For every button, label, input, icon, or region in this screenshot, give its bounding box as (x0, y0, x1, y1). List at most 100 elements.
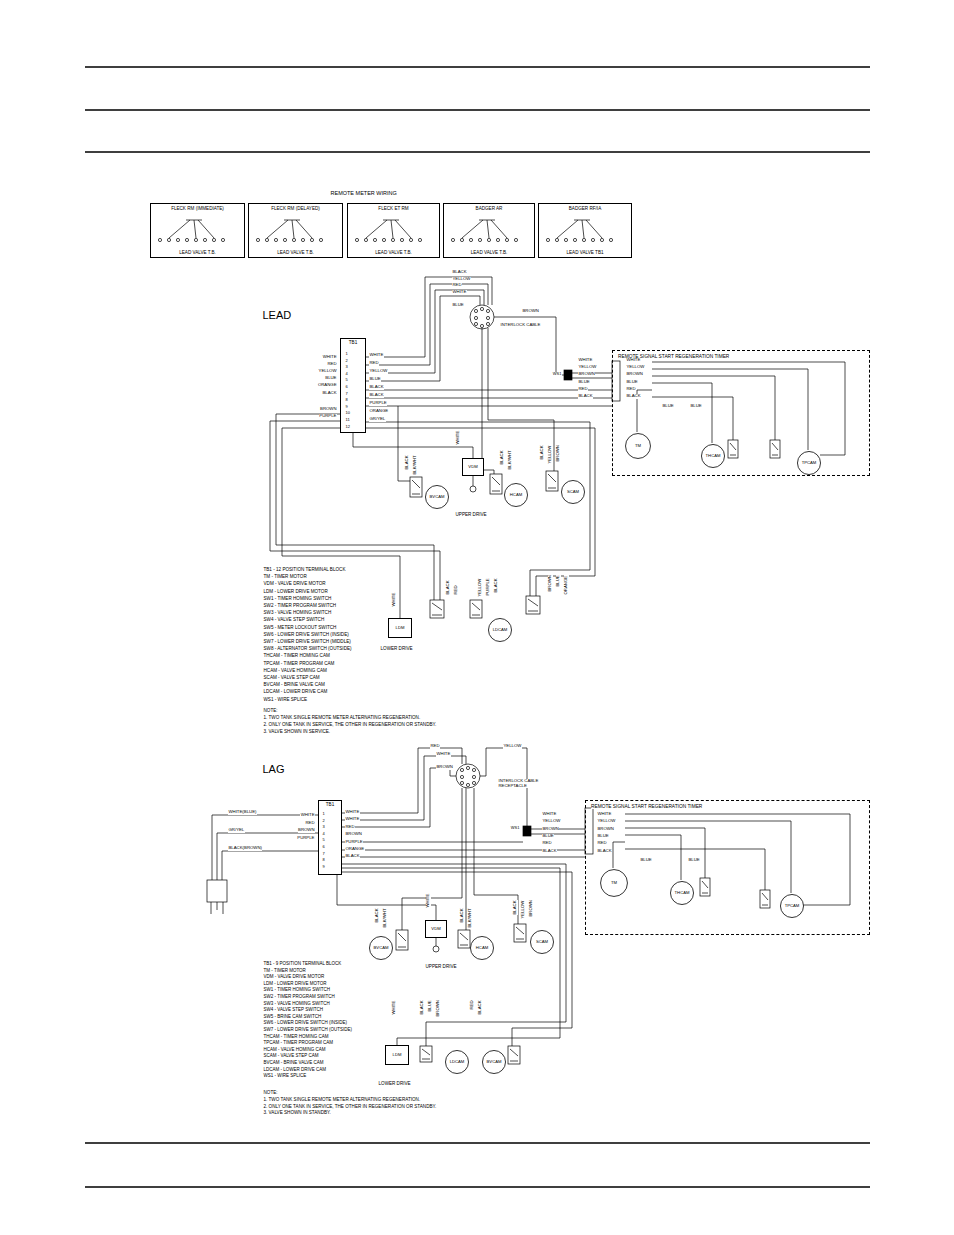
connector-pins (474, 307, 489, 327)
node-text: TM (635, 444, 641, 449)
wire-color: WHITE (322, 355, 337, 360)
wire-color: BROWN (345, 832, 362, 837)
cam-outline (780, 894, 803, 917)
wire-color: RED (626, 387, 636, 392)
wire-color: RED (345, 825, 355, 830)
wire-color: YELLOW (503, 744, 522, 749)
terminal-number: 10 (345, 411, 350, 415)
wire-color: BROWN (626, 372, 643, 377)
abbreviation-key: SW2 - TIMER PROGRAM SWITCH (263, 603, 337, 608)
node-text: LEAD VALVE T.B. (179, 250, 216, 255)
abbreviation-key: THCAM - TIMER HOMING CAM (263, 1035, 329, 1040)
wire-color: BLUE (640, 858, 652, 863)
wire-splice (523, 826, 531, 836)
cam-circle: BVCAM (369, 936, 393, 960)
node-text: BVCAM (374, 946, 389, 951)
wire-color: BLUE (597, 834, 609, 839)
section-heading: LEAD (262, 309, 292, 321)
abbreviation-key: SW7 - LOWER DRIVE SWITCH (MIDDLE) (263, 639, 351, 644)
wire-color: WHITE (578, 358, 593, 363)
node-text: REMOTE SIGNAL START REGENERATION TIMER (591, 804, 702, 809)
terminal-number: 1 (322, 812, 325, 816)
cam-circle: LDCAM (488, 618, 512, 642)
wiring-lines (85, 67, 870, 1187)
section-heading: REMOTE METER WIRING (330, 190, 397, 196)
wire-color: GR/YEL (369, 417, 386, 422)
drive-label: LOWER DRIVE (378, 1081, 411, 1086)
node-text: TM (611, 881, 617, 886)
timer-housing: REMOTE SIGNAL START REGENERATION TIMER TM… (585, 800, 870, 935)
cable-label: INTERLOCK CABLE RECEPTACLE (498, 779, 547, 788)
wire-color: RED (452, 283, 462, 288)
wire-color: BROWN (436, 1000, 441, 1017)
timer-housing: REMOTE SIGNAL START REGENERATION TIMERTM… (612, 350, 870, 476)
terminal-number: 8 (345, 398, 348, 402)
terminal-number: 8 (322, 858, 325, 862)
wire-color: PURPLE (486, 578, 491, 596)
drive-label: LOWER DRIVE (380, 646, 413, 651)
plug-prongs (211, 902, 223, 914)
meter-sketch (158, 220, 224, 242)
abbreviation-key: SW5 - METER LOCKOUT SWITCH (263, 625, 337, 630)
wire-color: BROWN (578, 372, 595, 377)
wire-color: BROWN (556, 445, 561, 462)
terminal-wires (366, 277, 440, 381)
wire-color: WHITE (392, 592, 397, 607)
page-rule (85, 67, 870, 1187)
wire-color: BLUE (662, 404, 674, 409)
wire-color: BROWN (436, 765, 453, 770)
motor-shaft (473, 476, 474, 486)
meter-sketch (451, 220, 517, 242)
note-text: 2. ONLY ONE TANK IN SERVICE, THE OTHER I… (263, 1104, 437, 1109)
wire-color: BROWN (298, 828, 315, 833)
wire-color: BLUE (690, 404, 702, 409)
abbreviation-key: SW5 - BRINE CAM SWITCH (263, 1015, 322, 1020)
wire-color: WHITE (626, 358, 641, 363)
wire-color: RED (578, 387, 588, 392)
wire-color: WHITE(BLUE) (228, 810, 257, 815)
cam-outline (701, 444, 724, 467)
wire-color: RED (305, 821, 315, 826)
meter-sketch (546, 220, 612, 242)
wire-color: RED (470, 1000, 475, 1010)
abbreviation-key: HCAM - VALVE HOMING CAM (263, 668, 327, 673)
terminal-number: 6 (322, 845, 325, 849)
connector-pins (460, 766, 475, 786)
terminal-number: 11 (345, 418, 350, 422)
wire-color: BLK/WHT (508, 450, 513, 470)
abbreviation-key: LDCAM - LOWER DRIVE CAM (263, 689, 328, 694)
wire-color: YELLOW (452, 277, 471, 282)
node-text: FLECK RM (DELAYED) (271, 206, 320, 211)
wire-color: PURPLE (297, 836, 315, 841)
terminal-number: 4 (345, 372, 348, 376)
cam-circle: SCAM (561, 480, 585, 504)
bus-wires (366, 373, 612, 406)
wire-color: BROWN (597, 827, 614, 832)
abbreviation-key: TB1 - 12 POSITION TERMINAL BLOCK (263, 567, 346, 572)
node-text: TB1 (326, 802, 334, 807)
node-text: BVCAM (430, 495, 445, 500)
abbreviation-key: HCAM - VALVE HOMING CAM (263, 1048, 326, 1053)
meter-panel: BADGER ARLEAD VALVE T.B. (443, 203, 535, 258)
cam-circle: LDCAM (445, 1050, 469, 1074)
node-text: HCAM (510, 493, 522, 498)
terminal-wires (342, 748, 430, 827)
cam-switch (396, 440, 780, 1064)
abbreviation-key: SCAM - VALVE STEP CAM (263, 1054, 319, 1059)
wire-color: WHITE (345, 810, 360, 815)
wire-color: ORANGE (317, 383, 337, 388)
abbreviation-key: VDM - VALVE DRIVE MOTOR (263, 581, 326, 586)
wire-color: BLACK (460, 908, 465, 923)
node-text: HCAM (476, 946, 488, 951)
wire-color: ORANGE (345, 847, 365, 852)
splice-label: WS1 (510, 826, 520, 830)
terminal-number: 12 (345, 425, 350, 429)
node-text: LDCAM (450, 1060, 465, 1065)
meter-panel: FLECK RM (DELAYED)LEAD VALVE T.B. (248, 203, 343, 258)
wire-color: RED (542, 841, 552, 846)
wire-color: RED (430, 744, 440, 749)
abbreviation-key: SW4 - VALVE STEP SWITCH (263, 617, 325, 622)
wire-color: RED (327, 362, 337, 367)
wire-color: BLUE (542, 834, 554, 839)
node-text: VDM (431, 927, 440, 932)
